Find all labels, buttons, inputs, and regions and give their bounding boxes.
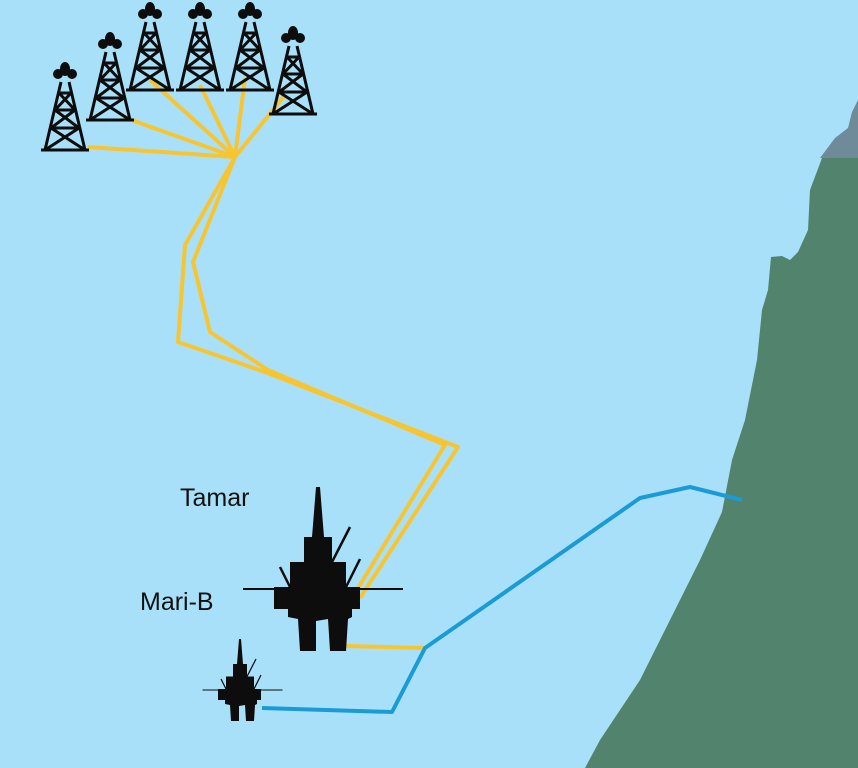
shore-pipeline xyxy=(261,485,743,714)
label-tamar: Tamar xyxy=(180,484,250,512)
tamar-pipeline-a xyxy=(176,156,460,600)
coastline-land xyxy=(585,158,858,768)
well-feeder-2 xyxy=(122,115,236,159)
well-feeder-1 xyxy=(87,145,236,159)
label-mari-b: Mari-B xyxy=(140,588,214,616)
highland-region xyxy=(820,100,858,160)
well-feeder-6 xyxy=(233,93,287,159)
platform-link xyxy=(344,644,426,650)
well-feeder-3 xyxy=(148,78,237,159)
tamar-pipeline-b xyxy=(191,156,447,600)
gas-pipelines xyxy=(87,77,460,650)
well-feeder-4 xyxy=(198,84,237,158)
